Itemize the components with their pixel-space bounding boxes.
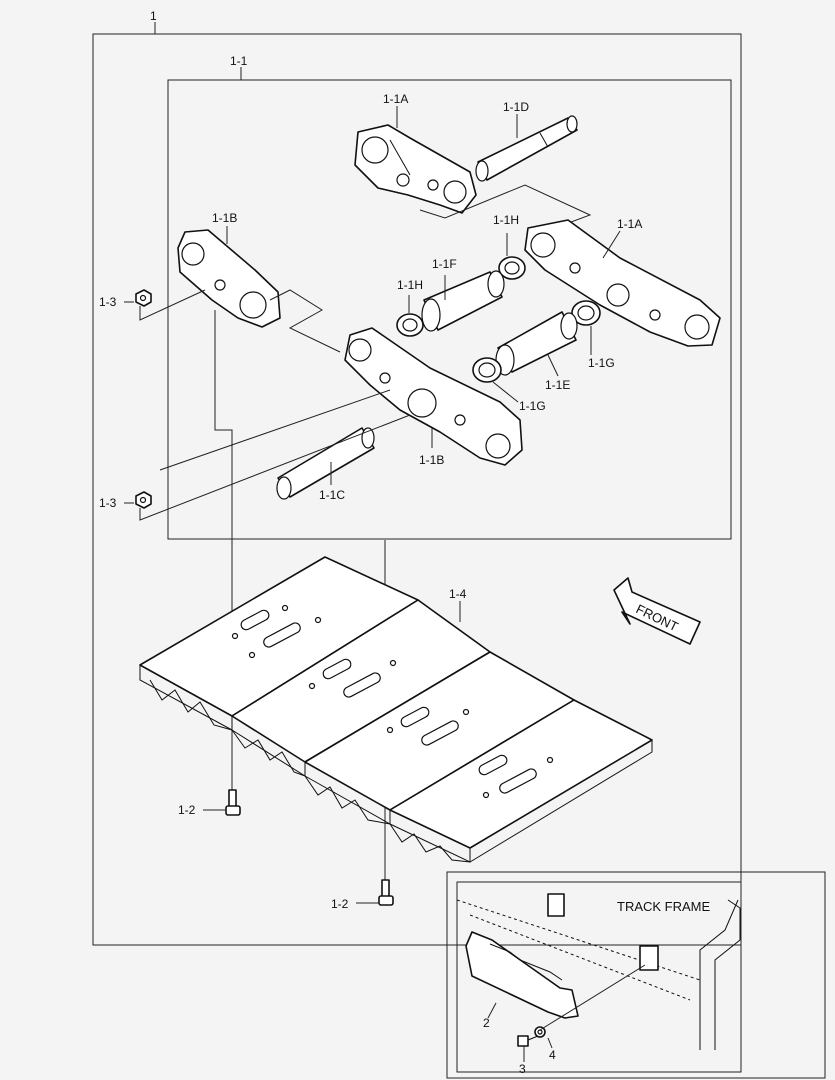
- label-link-a-right: 1-1A: [617, 217, 642, 231]
- label-assembly: 1: [150, 9, 157, 23]
- label-pin-c: 1-1C: [319, 488, 345, 502]
- label-guard-bolt: 3: [519, 1062, 526, 1076]
- guard-bolt-3: [517, 1035, 539, 1047]
- link-1-1a-top: [354, 124, 477, 214]
- label-link-b-left: 1-1B: [212, 211, 237, 225]
- nut-1-3-bottom: [135, 491, 152, 509]
- inset-frame: [446, 871, 826, 1079]
- seal-1-1h-mid: [396, 313, 424, 337]
- bushing-1-1f: [421, 270, 505, 332]
- label-bolt-bottom: 1-2: [331, 897, 349, 911]
- label-seal-g-mid: 1-1G: [519, 399, 546, 413]
- label-bushing-e: 1-1E: [545, 378, 570, 392]
- label-link-b-center: 1-1B: [419, 453, 444, 467]
- track-shoes-1-4: [139, 556, 653, 863]
- label-seal-g-right: 1-1G: [588, 356, 615, 370]
- inset-title: TRACK FRAME: [617, 899, 711, 914]
- seal-1-1h-top: [498, 256, 526, 280]
- bolt-1-2-left: [225, 789, 241, 816]
- label-bushing-f: 1-1F: [432, 257, 457, 271]
- label-bushing-h-mid: 1-1H: [397, 278, 423, 292]
- label-link-a-top: 1-1A: [383, 92, 408, 106]
- label-nut-top: 1-3: [99, 295, 117, 309]
- track-guard-2: [465, 931, 579, 1019]
- label-sub-assembly: 1-1: [230, 54, 248, 68]
- seal-1-1g-mid: [472, 357, 502, 383]
- bolt-1-2-bottom: [378, 879, 394, 906]
- link-1-1b-left: [177, 229, 281, 328]
- label-shoe: 1-4: [449, 587, 467, 601]
- sub-assembly-frame: [167, 79, 732, 540]
- label-bushing-h-top: 1-1H: [493, 213, 519, 227]
- link-1-1a-right: [524, 219, 721, 347]
- label-pin-d: 1-1D: [503, 100, 529, 114]
- label-guard: 2: [483, 1016, 490, 1030]
- link-1-1b-center: [344, 327, 523, 466]
- nut-1-3-top: [135, 289, 152, 307]
- guard-washer-4: [534, 1026, 546, 1038]
- label-nut-bottom: 1-3: [99, 496, 117, 510]
- seal-1-1g-right: [571, 300, 601, 326]
- label-bolt-left: 1-2: [178, 803, 196, 817]
- pin-1-1d: [475, 115, 578, 182]
- assembly-frame: [92, 33, 742, 946]
- front-arrow: [613, 577, 701, 645]
- bushing-1-1e: [495, 311, 578, 376]
- label-guard-washer: 4: [549, 1048, 556, 1062]
- track-frame-structure: [456, 893, 741, 1050]
- inset-inner-frame: [456, 881, 742, 1073]
